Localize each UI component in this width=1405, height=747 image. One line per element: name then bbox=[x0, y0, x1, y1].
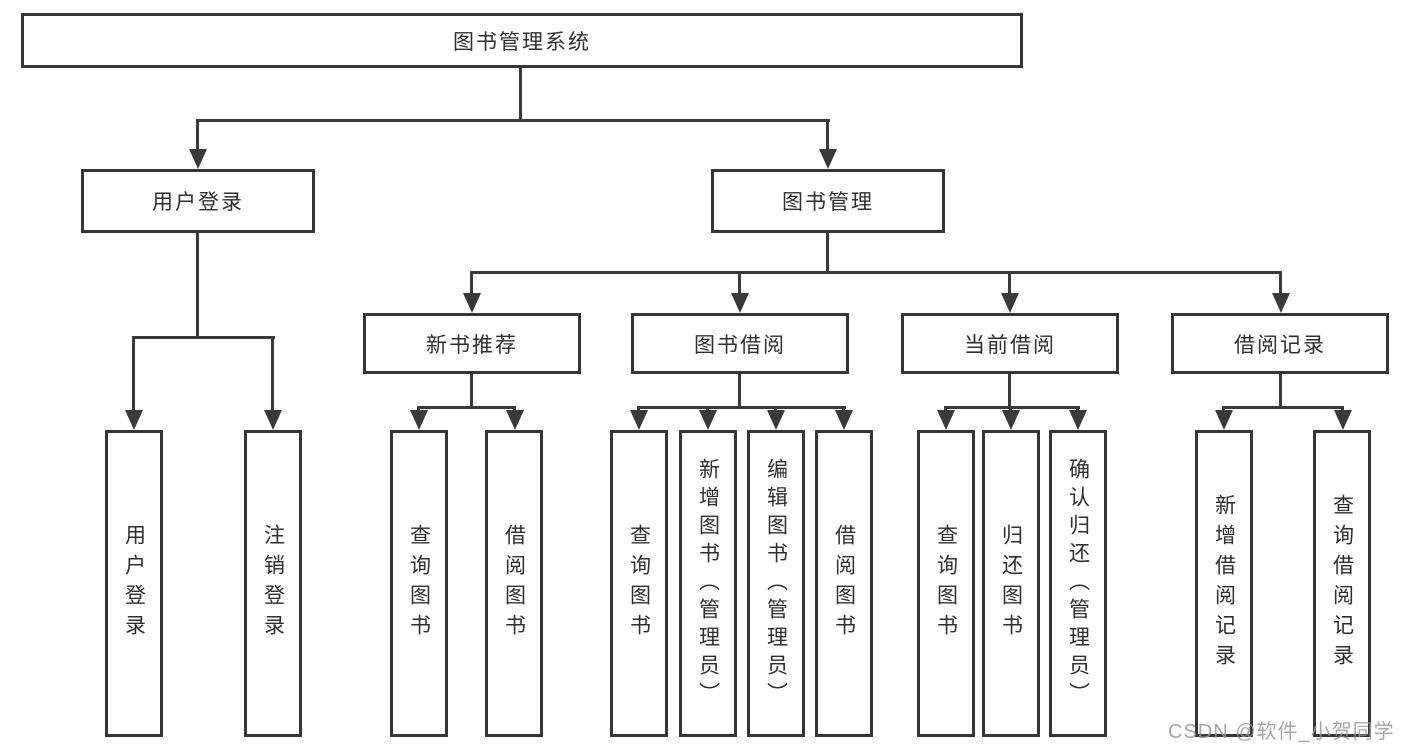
node-borrow-records: 借阅记录 bbox=[1171, 313, 1389, 374]
arrow-down-icon bbox=[819, 149, 837, 169]
arrow-down-icon bbox=[1215, 410, 1233, 430]
connector-arrow-shaft-leaf-logout bbox=[271, 336, 274, 414]
leaf-edit-books-admin: 编辑图书（管理员） bbox=[747, 430, 805, 737]
connector-user-login-hline bbox=[132, 336, 275, 339]
connector-arrow-shaft-book-borrow bbox=[738, 271, 741, 296]
connector-borrow-records-hline bbox=[1222, 406, 1344, 409]
leaf-query-books-recommend: 查询图书 bbox=[390, 430, 448, 737]
arrow-down-icon bbox=[189, 149, 207, 169]
node-book-borrow-label: 图书借阅 bbox=[694, 333, 786, 357]
leaf-confirm-return-admin: 确认归还（管理员） bbox=[1049, 430, 1107, 737]
arrow-down-icon bbox=[1334, 410, 1352, 430]
leaf-user-login: 用户登录 bbox=[105, 430, 163, 737]
node-library-system-label: 图书管理系统 bbox=[453, 30, 591, 54]
arrow-down-icon bbox=[767, 410, 785, 430]
node-new-book-recommend-label: 新书推荐 bbox=[426, 333, 518, 357]
arrow-down-icon bbox=[630, 410, 648, 430]
node-book-borrow: 图书借阅 bbox=[631, 313, 849, 374]
arrow-down-icon bbox=[1002, 410, 1020, 430]
leaf-return-books: 归还图书 bbox=[982, 430, 1040, 737]
leaf-query-books-current: 查询图书 bbox=[917, 430, 975, 737]
connector-arrow-shaft-leaf-login bbox=[132, 336, 135, 414]
connector-book-borrow-hline bbox=[637, 406, 846, 409]
node-book-management-label: 图书管理 bbox=[782, 191, 874, 214]
connector-arrow-shaft-current-borrow bbox=[1008, 271, 1011, 296]
arrow-down-icon bbox=[937, 410, 955, 430]
arrow-down-icon bbox=[1069, 410, 1087, 430]
connector-current-borrow-hline bbox=[944, 406, 1080, 409]
leaf-logout: 注销登录 bbox=[244, 430, 302, 737]
node-user-login-label: 用户登录 bbox=[152, 191, 244, 214]
connector-new-books-hline bbox=[417, 406, 516, 409]
connector-user-login-stub bbox=[196, 233, 199, 339]
connector-book-mgmt-stub bbox=[826, 233, 829, 273]
connector-borrow-records-stub bbox=[1279, 374, 1282, 409]
leaf-borrow-books-recommend: 借阅图书 bbox=[485, 430, 543, 737]
leaf-add-borrow-record: 新增借阅记录 bbox=[1195, 430, 1253, 737]
connector-book-mgmt-hline bbox=[470, 271, 1282, 274]
node-book-management: 图书管理 bbox=[711, 169, 945, 233]
arrow-down-icon bbox=[1001, 293, 1019, 313]
node-library-system: 图书管理系统 bbox=[21, 13, 1023, 68]
connector-book-borrow-stub bbox=[738, 374, 741, 409]
connector-root-hline bbox=[196, 119, 830, 122]
leaf-query-books-borrow: 查询图书 bbox=[610, 430, 668, 737]
arrow-down-icon bbox=[410, 410, 428, 430]
connector-arrow-shaft-book-mgmt bbox=[826, 119, 829, 151]
connector-current-borrow-stub bbox=[1008, 374, 1011, 409]
connector-arrow-shaft-new-books bbox=[470, 271, 473, 296]
connector-root-stub bbox=[519, 68, 522, 119]
csdn-watermark: CSDN @软件_小贺同学 bbox=[1168, 721, 1395, 743]
node-new-book-recommend: 新书推荐 bbox=[363, 313, 581, 374]
node-user-login: 用户登录 bbox=[81, 169, 315, 233]
connector-arrow-shaft-borrow-records bbox=[1279, 271, 1282, 296]
connector-new-books-stub bbox=[470, 374, 473, 409]
node-current-borrow: 当前借阅 bbox=[901, 313, 1119, 374]
arrow-down-icon bbox=[506, 410, 524, 430]
leaf-borrow-books-borrow: 借阅图书 bbox=[815, 430, 873, 737]
arrow-down-icon bbox=[1272, 293, 1290, 313]
arrow-down-icon bbox=[125, 410, 143, 430]
leaf-add-books-admin: 新增图书（管理员） bbox=[679, 430, 737, 737]
arrow-down-icon bbox=[264, 410, 282, 430]
node-borrow-records-label: 借阅记录 bbox=[1234, 333, 1326, 357]
arrow-down-icon bbox=[463, 293, 481, 313]
leaf-query-borrow-record: 查询借阅记录 bbox=[1313, 430, 1371, 737]
connector-arrow-shaft-user-login bbox=[196, 119, 199, 151]
node-current-borrow-label: 当前借阅 bbox=[964, 333, 1056, 357]
arrow-down-icon bbox=[835, 410, 853, 430]
arrow-down-icon bbox=[731, 293, 749, 313]
arrow-down-icon bbox=[699, 410, 717, 430]
